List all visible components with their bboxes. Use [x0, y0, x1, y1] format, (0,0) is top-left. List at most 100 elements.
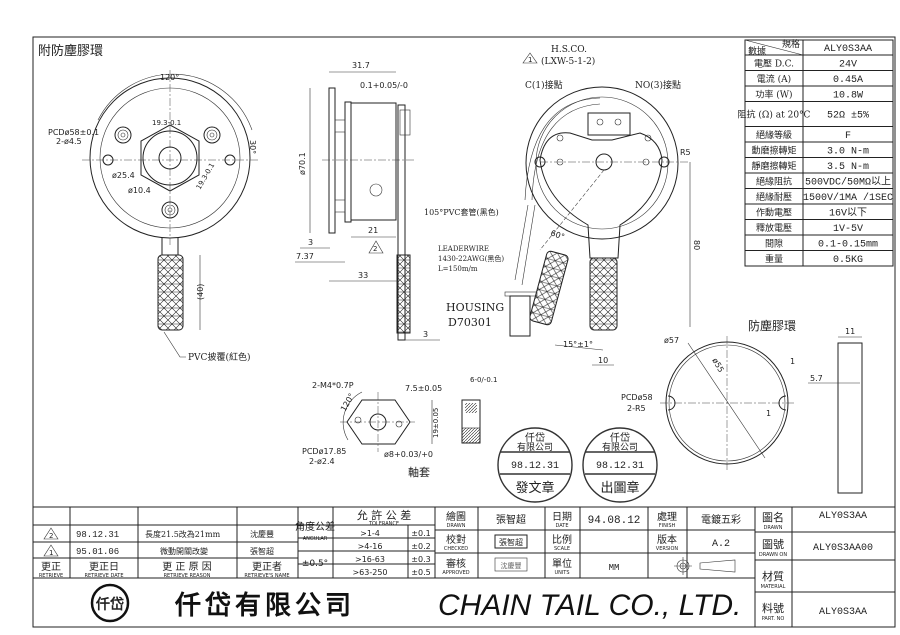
dim-3: 3: [308, 238, 313, 247]
armature-plate: [539, 132, 663, 259]
tolerance-value: ±0.5: [411, 568, 430, 577]
spec-value: 3.5 N-m: [827, 162, 869, 173]
approved-label-en: APPROVED: [442, 570, 469, 576]
mount-hole: [102, 154, 114, 166]
sleeve-bore: ø8+0.03/+0: [384, 450, 433, 459]
drawn-by: 張智超: [496, 513, 526, 526]
name-label: 圖名: [762, 510, 784, 524]
spec-label: 絕緣耐壓: [756, 191, 792, 203]
angular-label-en: ANGULAR: [303, 536, 328, 542]
drawing-border: [32, 36, 896, 628]
angle-arc: [97, 73, 253, 131]
thickness-2: 1: [766, 409, 771, 418]
tolerance-title-en: TOLERANCE: [368, 521, 399, 527]
approved-label: 審核: [446, 557, 466, 570]
dim-33: 33: [358, 271, 368, 280]
stamp-company-2: 有限公司: [602, 441, 638, 453]
spec-value: F: [845, 131, 851, 142]
housing-label: HOUSING: [446, 301, 504, 314]
tolerance-title: 允 許 公 差: [357, 508, 412, 522]
spec-value: 0.5KG: [833, 255, 863, 266]
rev-reason: 長度21.5改為21mm: [145, 529, 221, 539]
material-label: 材質: [762, 569, 784, 583]
spec-label: 功率 (W): [755, 88, 792, 100]
r5-label: R5: [680, 148, 691, 157]
hex-hub: [140, 124, 200, 192]
holes-label: 2-ø4.5: [56, 137, 82, 146]
checked-label-en: CHECKED: [444, 546, 468, 552]
name-label-en: DRAWN: [764, 525, 783, 531]
spec-label: 作動電壓: [756, 206, 792, 218]
spec-value: 24V: [839, 59, 857, 70]
rev-name: 張智超: [250, 546, 274, 556]
disc: [525, 86, 679, 240]
rev-header-en: RETRIEVE'S NAME: [244, 573, 289, 579]
dim-dia: ø70.1: [298, 152, 307, 175]
stamp-issue: 仟岱 有限公司 98.12.31 發文章: [497, 427, 573, 503]
front-view-title: 附防塵膠環: [38, 43, 103, 59]
spec-value: 1500V/1MA /1SEC: [803, 192, 893, 204]
spec-row: 重量 0.5KG: [744, 250, 894, 267]
part-label: 料號: [762, 601, 784, 615]
spec-label: 電壓 D.C.: [754, 58, 794, 69]
number-label-en: DRAWN ON: [759, 552, 787, 558]
ring-width: 11: [845, 327, 855, 336]
dim-55: ø55: [710, 357, 725, 375]
spec-row: 釋放電壓 1V-5V: [744, 219, 894, 236]
company-name-zh: 仟岱有限公司: [174, 591, 355, 621]
switch-maker: H.S.CO.: [551, 45, 587, 55]
tolerance-range: >63-250: [352, 568, 387, 577]
drawn-label-en: DRAWN: [447, 523, 466, 529]
part-number: ALY0S3AA: [819, 607, 867, 618]
rev-mark-1: 1: [528, 56, 532, 64]
front-view: 附防塵膠環 120° 30° PCDø58±0.1 2-ø4.5 19.3-0.…: [38, 43, 258, 363]
stamp-type: 發文章: [515, 480, 554, 496]
spec-value: 1V-5V: [833, 224, 863, 235]
hex-dim-2: 19.3-0.1: [195, 162, 217, 191]
spec-value: 16V以下: [829, 207, 867, 219]
stamp-date: 98.12.31: [596, 461, 644, 472]
microswitch: [587, 112, 631, 136]
spec-row: 絕緣耐壓 1500V/1MA /1SEC: [744, 188, 894, 205]
scale-label: 比例: [552, 533, 572, 546]
c1-contact: C(1)接點: [525, 79, 563, 91]
thickness-1: 1: [790, 357, 795, 366]
dust-ring-view: 防塵膠環 ø57 ø55 1 1 PCDø58 2-R5 11 5.7: [621, 318, 863, 494]
spec-header-top: 規格: [782, 38, 800, 50]
ring-pcd: PCDø58: [621, 393, 653, 402]
sleeve-holes: 2-ø2.4: [309, 457, 335, 466]
pvc-label: PVC披覆(紅色): [188, 351, 250, 363]
wire-label-2: 1430-22AWG(黑色): [438, 254, 504, 263]
ring-r: 2-R5: [627, 404, 646, 413]
mount-hole: [224, 154, 236, 166]
date-label: 日期: [552, 511, 572, 523]
spec-label: 釋放電壓: [756, 222, 792, 234]
tolerance-value: ±0.3: [411, 555, 430, 564]
spec-header-value: ALY0S3AA: [824, 44, 872, 55]
rev-name: 沈慶豐: [250, 529, 274, 539]
tilt-angle: 15°±1°: [563, 340, 593, 349]
spec-row: 作動電壓 16V以下: [744, 203, 894, 220]
units-value: MM: [609, 563, 620, 573]
rev-header-en: RETRIEVE: [39, 573, 63, 579]
title-block: 2 98.12.31 長度21.5改為21mm 沈慶豐 1 95.01.06 微…: [33, 506, 895, 627]
checked-label: 校對: [446, 533, 466, 546]
housing-part: D70301: [448, 316, 492, 329]
spec-value: 10.8W: [833, 90, 863, 101]
rev-date: 98.12.31: [76, 530, 119, 540]
rev-header: 更正者: [252, 561, 282, 573]
side-view: 31.7 0.1+0.05/-0 ø70.1 21 2 3 7.37 33 3: [295, 61, 440, 341]
rev-header: 更正: [41, 561, 61, 573]
spec-label: 絕緣阻抗: [756, 175, 792, 187]
angular-value: ±0.5°: [302, 559, 328, 569]
dim-7-37: 7.37: [296, 252, 314, 261]
rev-reason: 微動開關改變: [160, 546, 208, 556]
spec-label: 重量: [765, 253, 783, 265]
wire-label-3: L=150m/m: [438, 265, 478, 273]
date-label-en: DATE: [555, 523, 568, 529]
approved-by: 沈慶豐: [501, 561, 522, 570]
grip: [157, 254, 184, 331]
